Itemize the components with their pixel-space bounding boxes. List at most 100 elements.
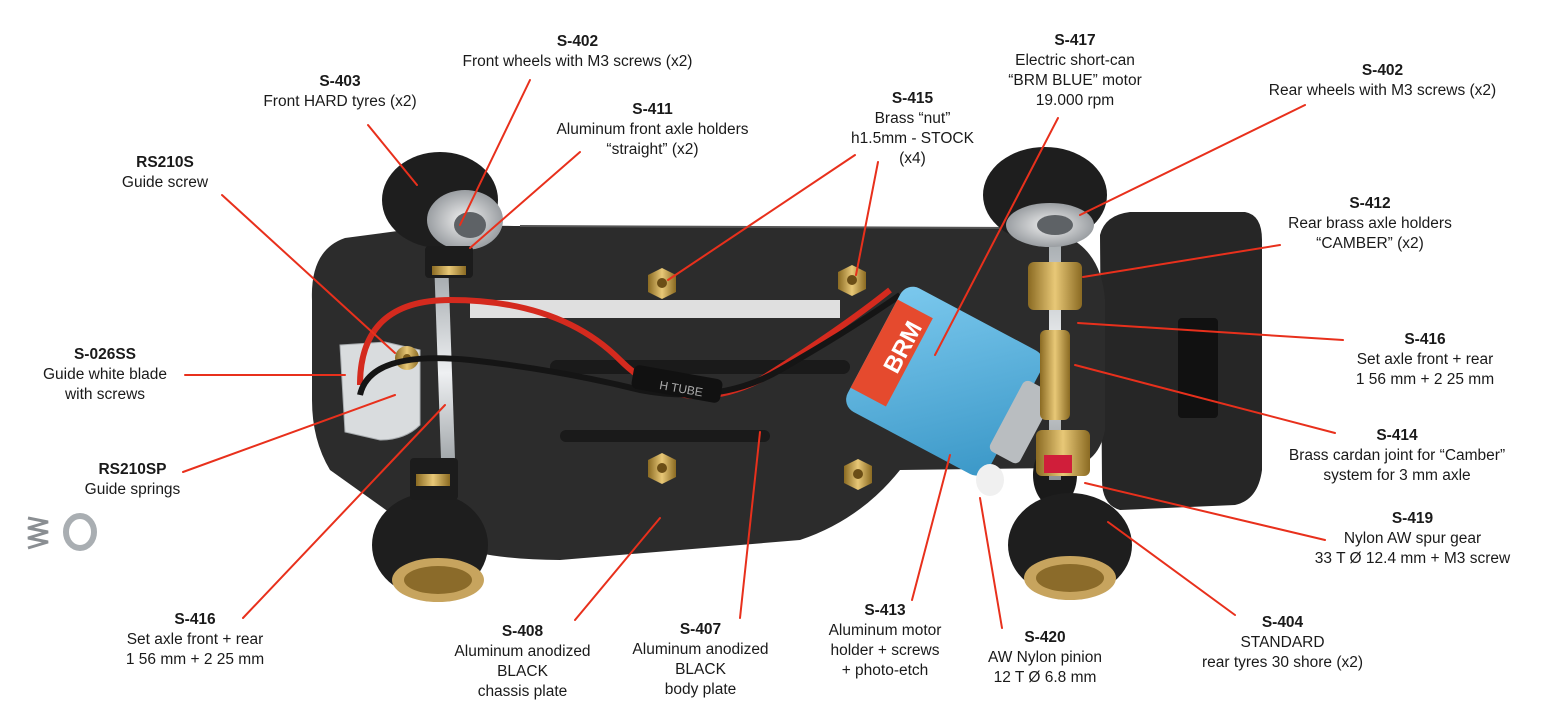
part-code: S-417 — [1054, 32, 1096, 49]
part-desc: Nylon AW spur gear — [1343, 530, 1482, 547]
chassis-cutout — [470, 300, 840, 318]
rear-wheel-bottom — [1008, 493, 1132, 600]
part-code: S-411 — [632, 101, 673, 118]
callout-s416-front: S-416 Set axle front + rear 1 56 mm + 2 … — [110, 610, 280, 670]
callout-s412: S-412 Rear brass axle holders “CAMBER” (… — [1275, 194, 1465, 254]
part-code: S-402 — [556, 33, 599, 50]
part-desc: “BRM BLUE” motor — [1008, 72, 1142, 89]
part-desc: 1 56 mm + 2 25 mm — [1355, 371, 1495, 388]
callout-s404: S-404 STANDARD rear tyres 30 shore (x2) — [1190, 613, 1375, 673]
part-desc: BLACK — [497, 663, 548, 680]
part-desc: AW Nylon pinion — [987, 649, 1102, 666]
body-plate-slot — [1178, 318, 1218, 418]
leader-s402r — [1079, 104, 1306, 216]
part-code: S-403 — [319, 73, 361, 90]
part-code: S-402 — [1361, 62, 1404, 79]
callout-rs210sp: RS210SP Guide springs — [70, 460, 195, 500]
part-desc: Aluminum anodized — [454, 643, 591, 660]
part-code: S-408 — [501, 623, 544, 640]
leader-s420 — [979, 497, 1003, 629]
part-code: S-412 — [1349, 195, 1391, 212]
leader-s412 — [1082, 244, 1281, 278]
callout-s415: S-415 Brass “nut” h1.5mm - STOCK (x4) — [830, 89, 995, 169]
rear-axle-holder-top — [1028, 262, 1082, 310]
part-desc: holder + screws — [830, 642, 940, 659]
leader-s403 — [367, 124, 418, 186]
red-wire — [357, 287, 892, 399]
callout-rs210s: RS210S Guide screw — [100, 153, 230, 193]
part-desc: STANDARD — [1240, 634, 1325, 651]
callout-s417: S-417 Electric short-can “BRM BLUE” moto… — [990, 31, 1160, 111]
part-code: S-404 — [1261, 614, 1304, 631]
leader-rs210s — [221, 194, 396, 354]
part-desc: Guide springs — [84, 481, 181, 498]
callout-s408: S-408 Aluminum anodized BLACK chassis pl… — [440, 622, 605, 702]
chassis-slot — [550, 360, 850, 374]
front-axle — [433, 257, 457, 489]
leader-s415-a — [667, 154, 856, 281]
part-desc: BLACK — [675, 661, 726, 678]
part-desc: body plate — [664, 681, 737, 698]
callout-s411: S-411 Aluminum front axle holders “strai… — [540, 100, 765, 160]
part-desc: “CAMBER” (x2) — [1316, 235, 1424, 252]
part-code: S-416 — [1404, 331, 1446, 348]
part-desc: chassis plate — [477, 683, 568, 700]
callout-s026ss: S-026SS Guide white blade with screws — [30, 345, 180, 405]
part-desc: Guide white blade — [42, 366, 168, 383]
part-desc: Brass cardan joint for “Camber” — [1288, 447, 1506, 464]
part-desc: Brass “nut” — [874, 110, 951, 127]
callout-s419: S-419 Nylon AW spur gear 33 T Ø 12.4 mm … — [1295, 509, 1530, 569]
part-desc: Rear wheels with M3 screws (x2) — [1268, 82, 1497, 99]
part-code: S-420 — [1024, 629, 1066, 646]
guide-springs-icon — [27, 513, 97, 551]
front-wheel-top — [382, 152, 503, 278]
callout-s413: S-413 Aluminum motor holder + screws + p… — [810, 601, 960, 681]
brass-nut — [844, 459, 872, 490]
leader-s413 — [911, 454, 951, 601]
part-desc: Front HARD tyres (x2) — [263, 93, 417, 110]
callout-s420: S-420 AW Nylon pinion 12 T Ø 6.8 mm — [970, 628, 1120, 688]
chassis-slot — [560, 430, 770, 442]
callout-s402-front: S-402 Front wheels with M3 screws (x2) — [450, 32, 705, 72]
brass-nut — [648, 268, 676, 299]
part-desc: “straight” (x2) — [606, 141, 699, 158]
part-desc: h1.5mm - STOCK — [851, 130, 974, 147]
black-wire — [357, 292, 902, 398]
part-code: S-416 — [174, 611, 216, 628]
part-code: S-407 — [679, 621, 722, 638]
part-desc: Guide screw — [121, 174, 209, 191]
part-desc: Rear brass axle holders — [1288, 215, 1452, 232]
part-desc: Aluminum motor — [828, 622, 942, 639]
leader-s415-b — [855, 161, 879, 276]
callout-s402-rear: S-402 Rear wheels with M3 screws (x2) — [1255, 61, 1510, 101]
brass-nut — [838, 265, 866, 296]
part-desc: + photo-etch — [841, 662, 929, 679]
part-code: S-413 — [864, 602, 906, 619]
leader-s417 — [934, 117, 1059, 356]
part-desc: Front wheels with M3 screws (x2) — [462, 53, 693, 70]
part-code: RS210S — [136, 154, 194, 171]
part-desc: Aluminum front axle holders — [556, 121, 749, 138]
part-code: S-026SS — [73, 346, 137, 363]
callout-s416-rear: S-416 Set axle front + rear 1 56 mm + 2 … — [1340, 330, 1510, 390]
part-desc: 19.000 rpm — [1035, 92, 1115, 109]
leader-s414 — [1074, 364, 1336, 434]
part-desc: system for 3 mm axle — [1323, 467, 1471, 484]
leader-rs210sp — [182, 394, 396, 473]
leader-s404 — [1107, 521, 1236, 616]
leader-s411 — [469, 151, 581, 249]
part-desc: with screws — [64, 386, 146, 403]
leader-s419 — [1084, 482, 1326, 541]
part-desc: 1 56 mm + 2 25 mm — [125, 651, 265, 668]
part-desc: 33 T Ø 12.4 mm + M3 screw — [1314, 550, 1511, 567]
heat-tube — [631, 365, 723, 403]
part-code: RS210SP — [98, 461, 167, 478]
chassis-edge — [519, 225, 1031, 229]
part-desc: rear tyres 30 shore (x2) — [1201, 654, 1364, 671]
leader-s402f — [459, 79, 531, 226]
brass-nut — [648, 453, 676, 484]
part-code: S-414 — [1376, 427, 1418, 444]
part-desc: Aluminum anodized — [632, 641, 769, 658]
part-code: S-419 — [1391, 510, 1434, 527]
